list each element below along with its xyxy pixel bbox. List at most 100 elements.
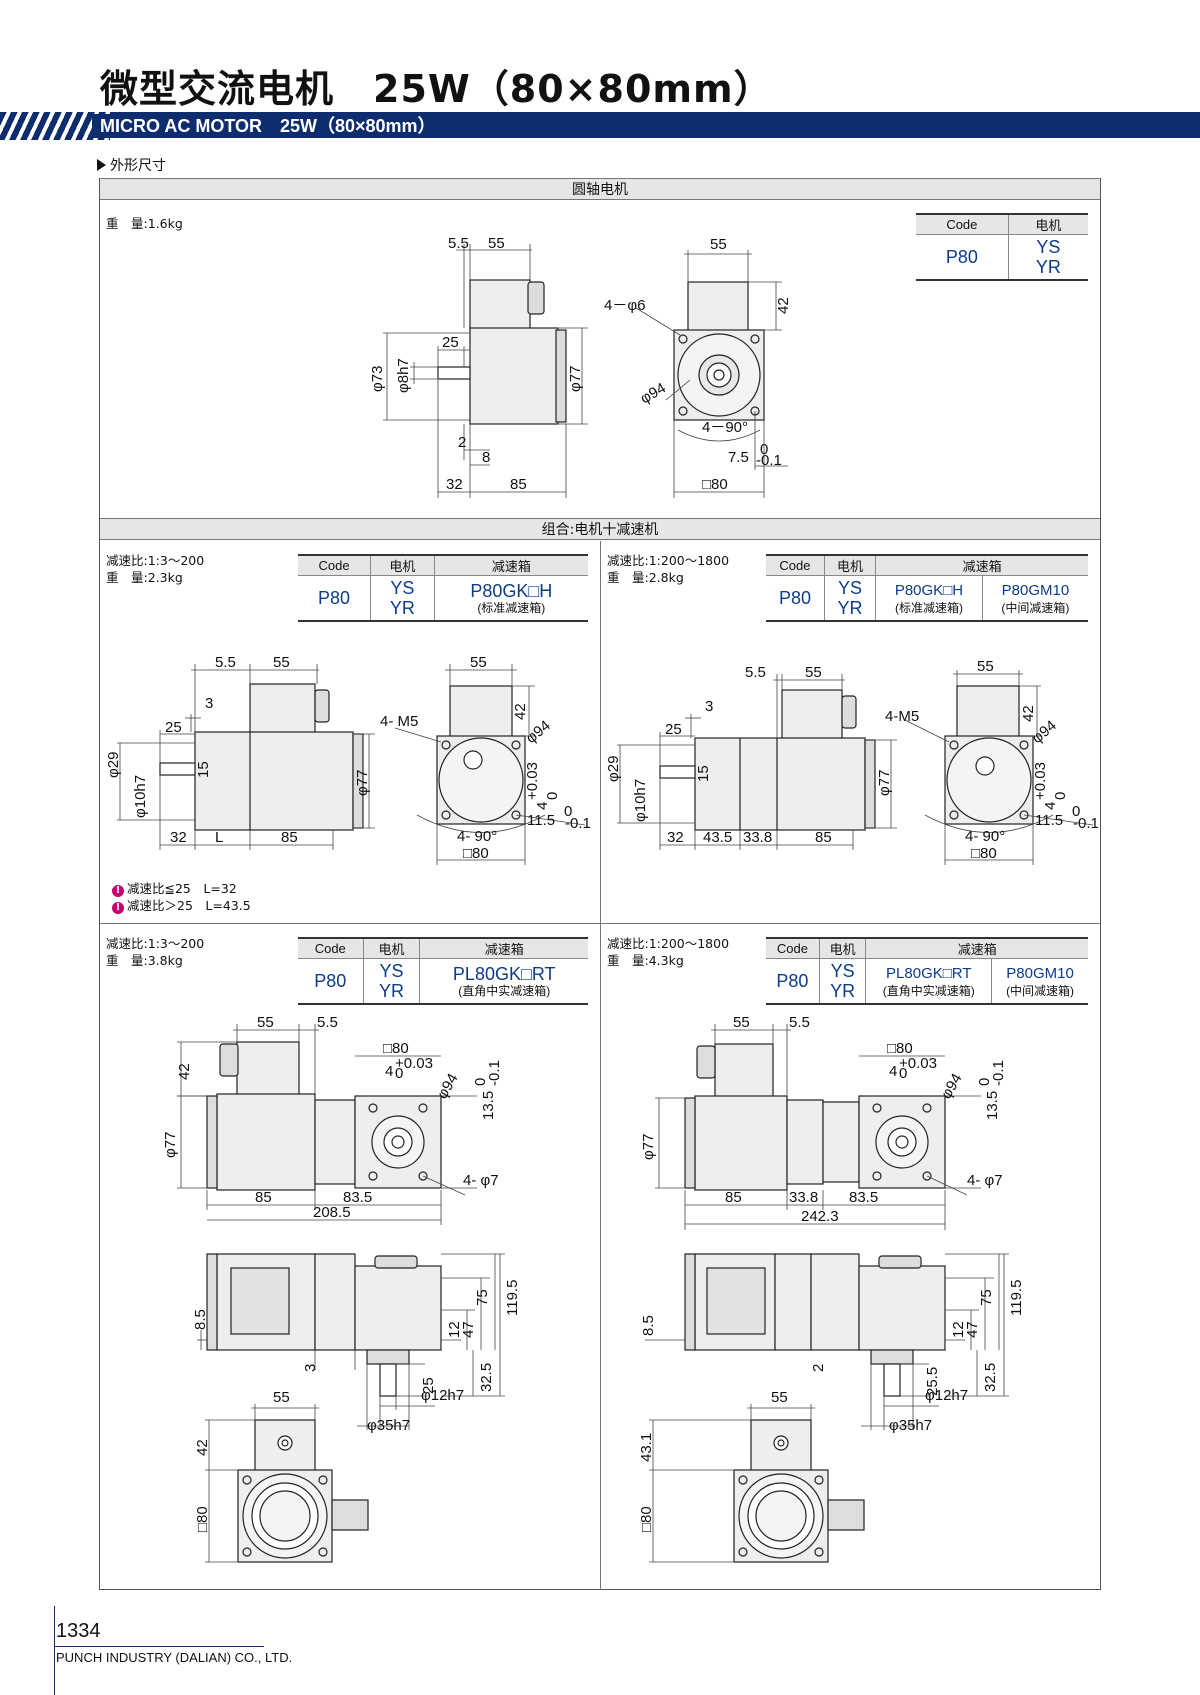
p1-note-1: !减速比≦25 L=32 xyxy=(112,880,251,897)
dim-phi8: φ8h7 xyxy=(395,358,412,393)
svg-text:8.5: 8.5 xyxy=(192,1309,209,1330)
svg-text:8.5: 8.5 xyxy=(640,1315,657,1336)
svg-text:4: 4 xyxy=(534,802,551,810)
dim-7-5: 7.5 xyxy=(728,449,749,466)
dim-square-80: □80 xyxy=(702,476,728,493)
p2-ratio: 减速比:1:200～1800 xyxy=(607,553,730,568)
dim-85: 85 xyxy=(510,476,527,493)
svg-text:-0.1: -0.1 xyxy=(990,1060,1007,1086)
svg-text:47: 47 xyxy=(964,1321,981,1338)
svg-text:25.5: 25.5 xyxy=(924,1367,941,1396)
svg-text:0: 0 xyxy=(544,792,561,800)
svg-text:-0.1: -0.1 xyxy=(565,815,591,832)
p2-weight: 重 量:2.8kg xyxy=(607,570,684,585)
center-divider xyxy=(600,541,601,1590)
company-name: PUNCH INDUSTRY (DALIAN) CO., LTD. xyxy=(56,1650,293,1665)
th-motor: 电机 xyxy=(1007,213,1088,235)
svg-text:□80: □80 xyxy=(194,1506,211,1532)
svg-text:55: 55 xyxy=(273,1389,290,1406)
svg-text:42: 42 xyxy=(1020,705,1037,722)
svg-text:0: 0 xyxy=(564,803,572,820)
svg-text:13.5: 13.5 xyxy=(480,1091,497,1120)
dim-phi77: φ77 xyxy=(567,366,584,392)
dim-25: 25 xyxy=(442,334,459,351)
svg-text:75: 75 xyxy=(978,1289,995,1306)
svg-text:4: 4 xyxy=(385,1063,393,1080)
section-label: 外形尺寸 xyxy=(97,155,166,175)
svg-text:4: 4 xyxy=(1042,802,1059,810)
svg-text:+0.03: +0.03 xyxy=(899,1055,937,1072)
svg-text:0: 0 xyxy=(976,1078,993,1086)
code-value: P80 xyxy=(916,234,1009,281)
svg-text:φ29: φ29 xyxy=(605,756,622,782)
svg-text:-0.1: -0.1 xyxy=(756,452,782,469)
p1-weight: 重 量:2.3kg xyxy=(106,570,183,585)
svg-text:4- φ7: 4- φ7 xyxy=(967,1172,1003,1189)
dim-55-front: 55 xyxy=(710,236,727,253)
svg-text:42: 42 xyxy=(194,1439,211,1456)
svg-text:32: 32 xyxy=(667,829,684,846)
middle-divider xyxy=(100,923,1100,924)
svg-text:□80: □80 xyxy=(383,1040,409,1057)
svg-text:3: 3 xyxy=(205,695,213,712)
svg-text:4- φ7: 4- φ7 xyxy=(463,1172,499,1189)
svg-text:5.5: 5.5 xyxy=(789,1014,810,1031)
svg-text:4- 90°: 4- 90° xyxy=(965,828,1005,845)
svg-text:φ12h7: φ12h7 xyxy=(421,1387,464,1404)
svg-text:φ10h7: φ10h7 xyxy=(132,775,149,818)
svg-text:L: L xyxy=(215,829,223,846)
svg-text:55: 55 xyxy=(977,658,994,675)
svg-text:43.1: 43.1 xyxy=(638,1433,655,1462)
svg-text:φ77: φ77 xyxy=(876,770,893,796)
round-shaft-front-drawing: 55 42 4－φ6 φ94 4－90° 7.5 0 -0.1 □80 xyxy=(604,236,792,498)
svg-text:4- 90°: 4- 90° xyxy=(457,828,497,845)
p4-info: 减速比:1:200～1800 重 量:4.3kg xyxy=(607,935,729,969)
svg-text:0: 0 xyxy=(899,1065,907,1082)
svg-text:47: 47 xyxy=(460,1321,477,1338)
svg-text:32: 32 xyxy=(170,829,187,846)
dim-42: 42 xyxy=(775,297,792,314)
svg-text:25: 25 xyxy=(165,719,182,736)
p1-ratio: 减速比:1:3～200 xyxy=(106,553,205,568)
p2-info: 减速比:1:200～1800 重 量:2.8kg xyxy=(607,552,729,586)
dim-phi73: φ73 xyxy=(369,366,386,392)
p3-weight: 重 量:3.8kg xyxy=(106,953,183,968)
svg-text:4: 4 xyxy=(889,1063,897,1080)
svg-text:0: 0 xyxy=(1052,792,1069,800)
svg-text:83.5: 83.5 xyxy=(343,1189,372,1206)
dim-5-5: 5.5 xyxy=(448,235,469,252)
dim-55: 55 xyxy=(488,235,505,252)
svg-text:11.5: 11.5 xyxy=(1035,812,1063,829)
svg-text:φ29: φ29 xyxy=(105,752,122,778)
svg-text:□80: □80 xyxy=(463,845,489,862)
svg-text:55: 55 xyxy=(273,654,290,671)
svg-text:φ12h7: φ12h7 xyxy=(925,1387,968,1404)
svg-text:85: 85 xyxy=(725,1189,742,1206)
svg-text:12: 12 xyxy=(446,1321,463,1338)
round-shaft-header: 圆轴电机 xyxy=(100,178,1100,200)
svg-text:13.5: 13.5 xyxy=(984,1091,1001,1120)
svg-text:55: 55 xyxy=(805,664,822,681)
banner: MICRO AC MOTOR 25W（80×80mm） xyxy=(0,112,1200,140)
svg-text:55: 55 xyxy=(771,1389,788,1406)
p4-drawing: 55 5.5 □80 4 +0.03 0 φ94 13.5 0 -0.1 φ77… xyxy=(638,1014,1025,1563)
p4-weight: 重 量:4.3kg xyxy=(607,953,684,968)
banner-text: MICRO AC MOTOR 25W（80×80mm） xyxy=(92,114,1200,138)
combo-header: 组合:电机十减速机 xyxy=(100,518,1100,540)
svg-text:32.5: 32.5 xyxy=(478,1363,495,1392)
p1-info: 减速比:1:3～200 重 量:2.3kg xyxy=(106,552,204,586)
svg-text:43.5: 43.5 xyxy=(703,829,732,846)
svg-text:4- M5: 4- M5 xyxy=(380,713,418,730)
banner-stripes xyxy=(0,112,110,140)
svg-text:42: 42 xyxy=(176,1063,193,1080)
p2-drawing: 5.5 55 3 25 φ29 15 φ10h7 φ77 32 43.5 33.… xyxy=(605,658,1099,865)
svg-text:55: 55 xyxy=(470,654,487,671)
svg-text:85: 85 xyxy=(255,1189,272,1206)
dim-2: 2 xyxy=(458,434,466,451)
svg-text:85: 85 xyxy=(815,829,832,846)
